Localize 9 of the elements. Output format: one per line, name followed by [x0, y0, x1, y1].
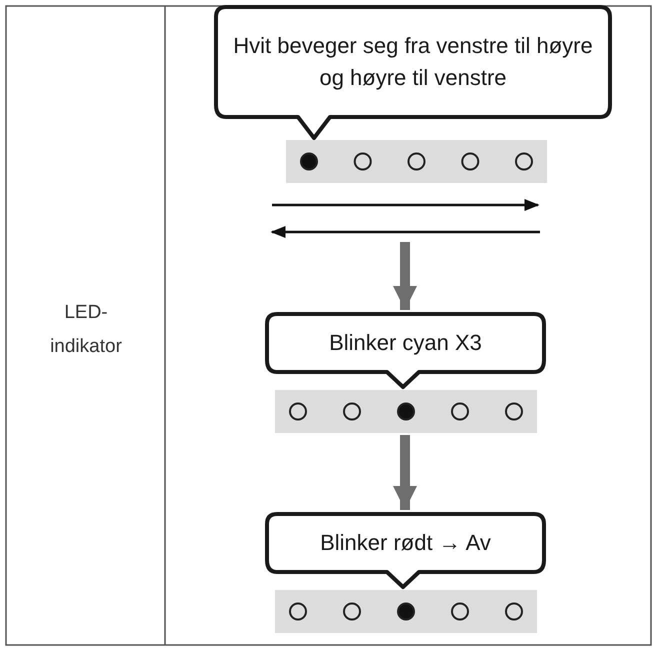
- down-arrow: [393, 435, 417, 510]
- down-arrow: [393, 242, 417, 310]
- bubble-text: Blinker cyan X3: [328, 329, 483, 357]
- row-header: LED-indikator: [49, 301, 123, 359]
- speech-bubble: [265, 512, 546, 589]
- bubble-text: Hvit beveger seg fra venstre til høyre og høyre til venstre: [232, 32, 594, 92]
- bubble-text: Blinker rødt → Av: [319, 529, 492, 557]
- speech-bubble: [265, 312, 546, 389]
- speech-bubble: [214, 5, 612, 140]
